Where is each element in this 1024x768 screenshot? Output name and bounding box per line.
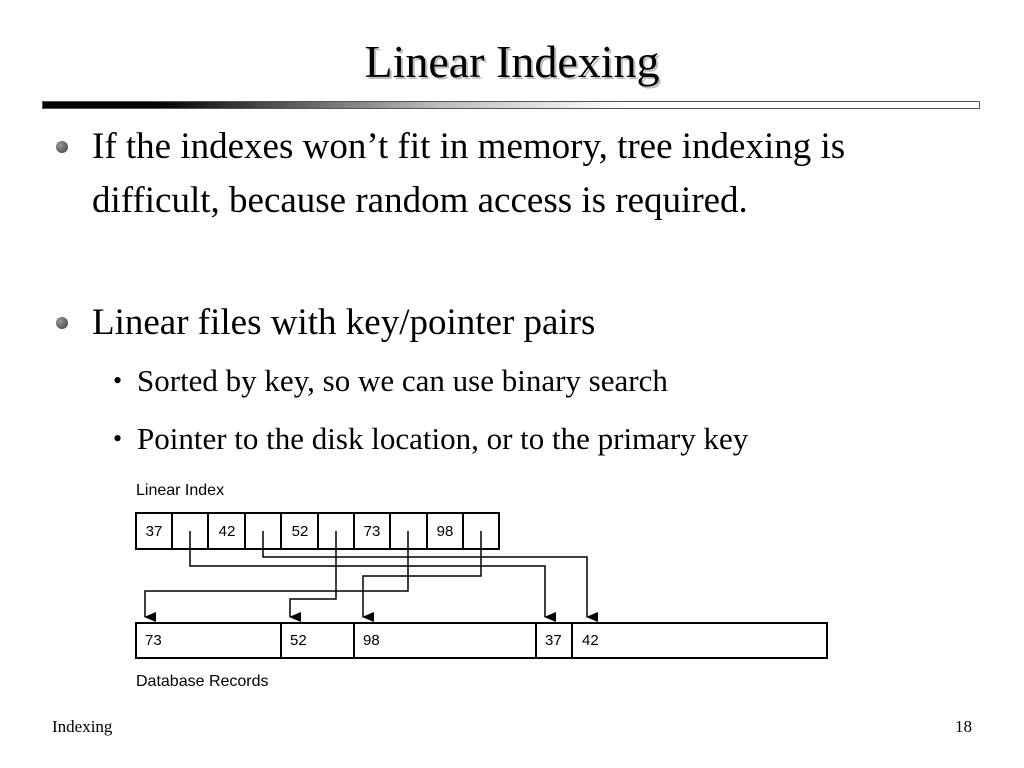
slide-title: Linear Indexing (364, 36, 660, 87)
linear-index-strip (135, 512, 500, 550)
bullet-1-marker (56, 141, 68, 153)
record-key-37: 37 (545, 632, 562, 649)
sub-bullet-2-marker: • (113, 424, 123, 453)
sub-bullet-1-marker: • (113, 366, 123, 395)
database-records-strip (135, 622, 828, 659)
bullet-2-text: Linear files with key/pointer pairs (92, 302, 596, 343)
index-key-73: 73 (364, 523, 381, 540)
record-key-52: 52 (290, 632, 307, 649)
pointer-73 (144, 531, 409, 622)
pointer-37 (189, 531, 556, 622)
record-key-98: 98 (363, 632, 380, 649)
footer-label: Indexing (52, 717, 113, 736)
record-key-42: 42 (582, 632, 599, 649)
pointer-42 (262, 531, 598, 622)
database-records-label: Database Records (136, 673, 269, 690)
page-number: 18 (955, 717, 972, 736)
pointer-98 (362, 531, 482, 622)
sub-bullet-1-text: Sorted by key, so we can use binary sear… (137, 363, 668, 398)
index-key-98: 98 (437, 523, 454, 540)
record-key-73: 73 (145, 632, 162, 649)
bullet-1-text: If the indexes won’t fit in memory, tree… (92, 126, 846, 221)
sub-bullet-2-text: Pointer to the disk location, or to the … (137, 421, 749, 456)
index-key-42: 42 (219, 523, 236, 540)
index-key-52: 52 (292, 523, 309, 540)
index-key-37: 37 (146, 523, 163, 540)
pointer-52 (289, 531, 337, 622)
title-rule (42, 101, 980, 109)
linear-index-label: Linear Index (136, 482, 224, 499)
bullet-2-marker (56, 317, 68, 329)
